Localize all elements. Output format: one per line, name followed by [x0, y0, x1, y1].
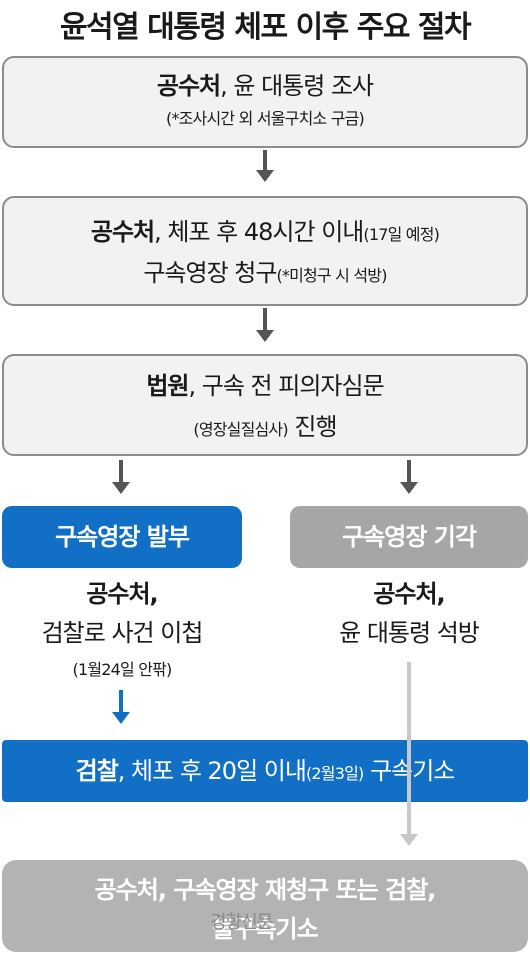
step2-release-note: (*미청구 시 석방) [276, 266, 387, 285]
step2-line2: 구속영장 청구(*미청구 시 석방) [4, 253, 526, 288]
warrant-issued-badge: 구속영장 발부 [2, 506, 242, 568]
step2-heading: 공수처, 체포 후 48시간 이내(17일 예정) [4, 212, 526, 247]
step3-heading: 법원, 구속 전 피의자심문 [4, 366, 526, 401]
indictment-action: , 체포 후 20일 이내 [117, 757, 307, 785]
step-box-court-hearing: 법원, 구속 전 피의자심문 (영장실질심사) 진행 [2, 354, 528, 456]
step2-actor: 공수처 [90, 218, 155, 246]
publisher-watermark: 경향신문 [210, 912, 273, 933]
step3-tail: 진행 [287, 413, 337, 441]
chart-title: 윤석열 대통령 체포 이후 주요 절차 [59, 10, 472, 45]
final-line1: 공수처, 구속영장 재청구 또는 검찰, [94, 876, 437, 904]
left-branch-action: 검찰로 사건 이첩 [41, 619, 204, 647]
warrant-rejected-badge: 구속영장 기각 [290, 506, 528, 568]
indictment-tail: 구속기소 [370, 757, 455, 785]
indictment-bar: 검찰, 체포 후 20일 이내(2월3일) 구속기소 [2, 740, 528, 802]
final-line2: 불구속기소 [212, 915, 318, 943]
step1-note: (*조사시간 외 서울구치소 구금) [166, 109, 365, 128]
indictment-actor: 검찰 [75, 757, 119, 785]
step2-action: , 체포 후 48시간 이내 [154, 218, 364, 246]
step1-heading: 공수처, 윤 대통령 조사 [4, 66, 526, 101]
right-branch-actor: 공수처, [373, 580, 445, 608]
step-box-investigation: 공수처, 윤 대통령 조사 (*조사시간 외 서울구치소 구금) [2, 56, 528, 148]
left-branch-actor: 공수처, [86, 580, 158, 608]
step3-line2: (영장실질심사) 진행 [4, 407, 526, 442]
step-box-warrant-request: 공수처, 체포 후 48시간 이내(17일 예정) 구속영장 청구(*미청구 시… [2, 196, 528, 306]
left-branch-date-note: (1월24일 안팎) [72, 660, 173, 679]
right-branch-text: 공수처, 윤 대통령 석방 [290, 574, 528, 648]
indictment-date-note: (2월3일) [305, 764, 364, 783]
final-step-box: 공수처, 구속영장 재청구 또는 검찰, 불구속기소 [2, 860, 528, 952]
left-branch-text: 공수처, 검찰로 사건 이첩 (1월24일 안팎) [2, 574, 242, 680]
step2-date-note: (17일 예정) [363, 225, 440, 244]
step2-warrant: 구속영장 청구 [143, 259, 277, 287]
step1-action: , 윤 대통령 조사 [220, 72, 374, 100]
step1-actor: 공수처 [156, 72, 221, 100]
right-branch-action: 윤 대통령 석방 [339, 619, 480, 647]
step3-note: (영장실질심사) [193, 420, 288, 439]
step3-action: , 구속 전 피의자심문 [188, 372, 385, 400]
step3-actor: 법원 [146, 372, 189, 400]
